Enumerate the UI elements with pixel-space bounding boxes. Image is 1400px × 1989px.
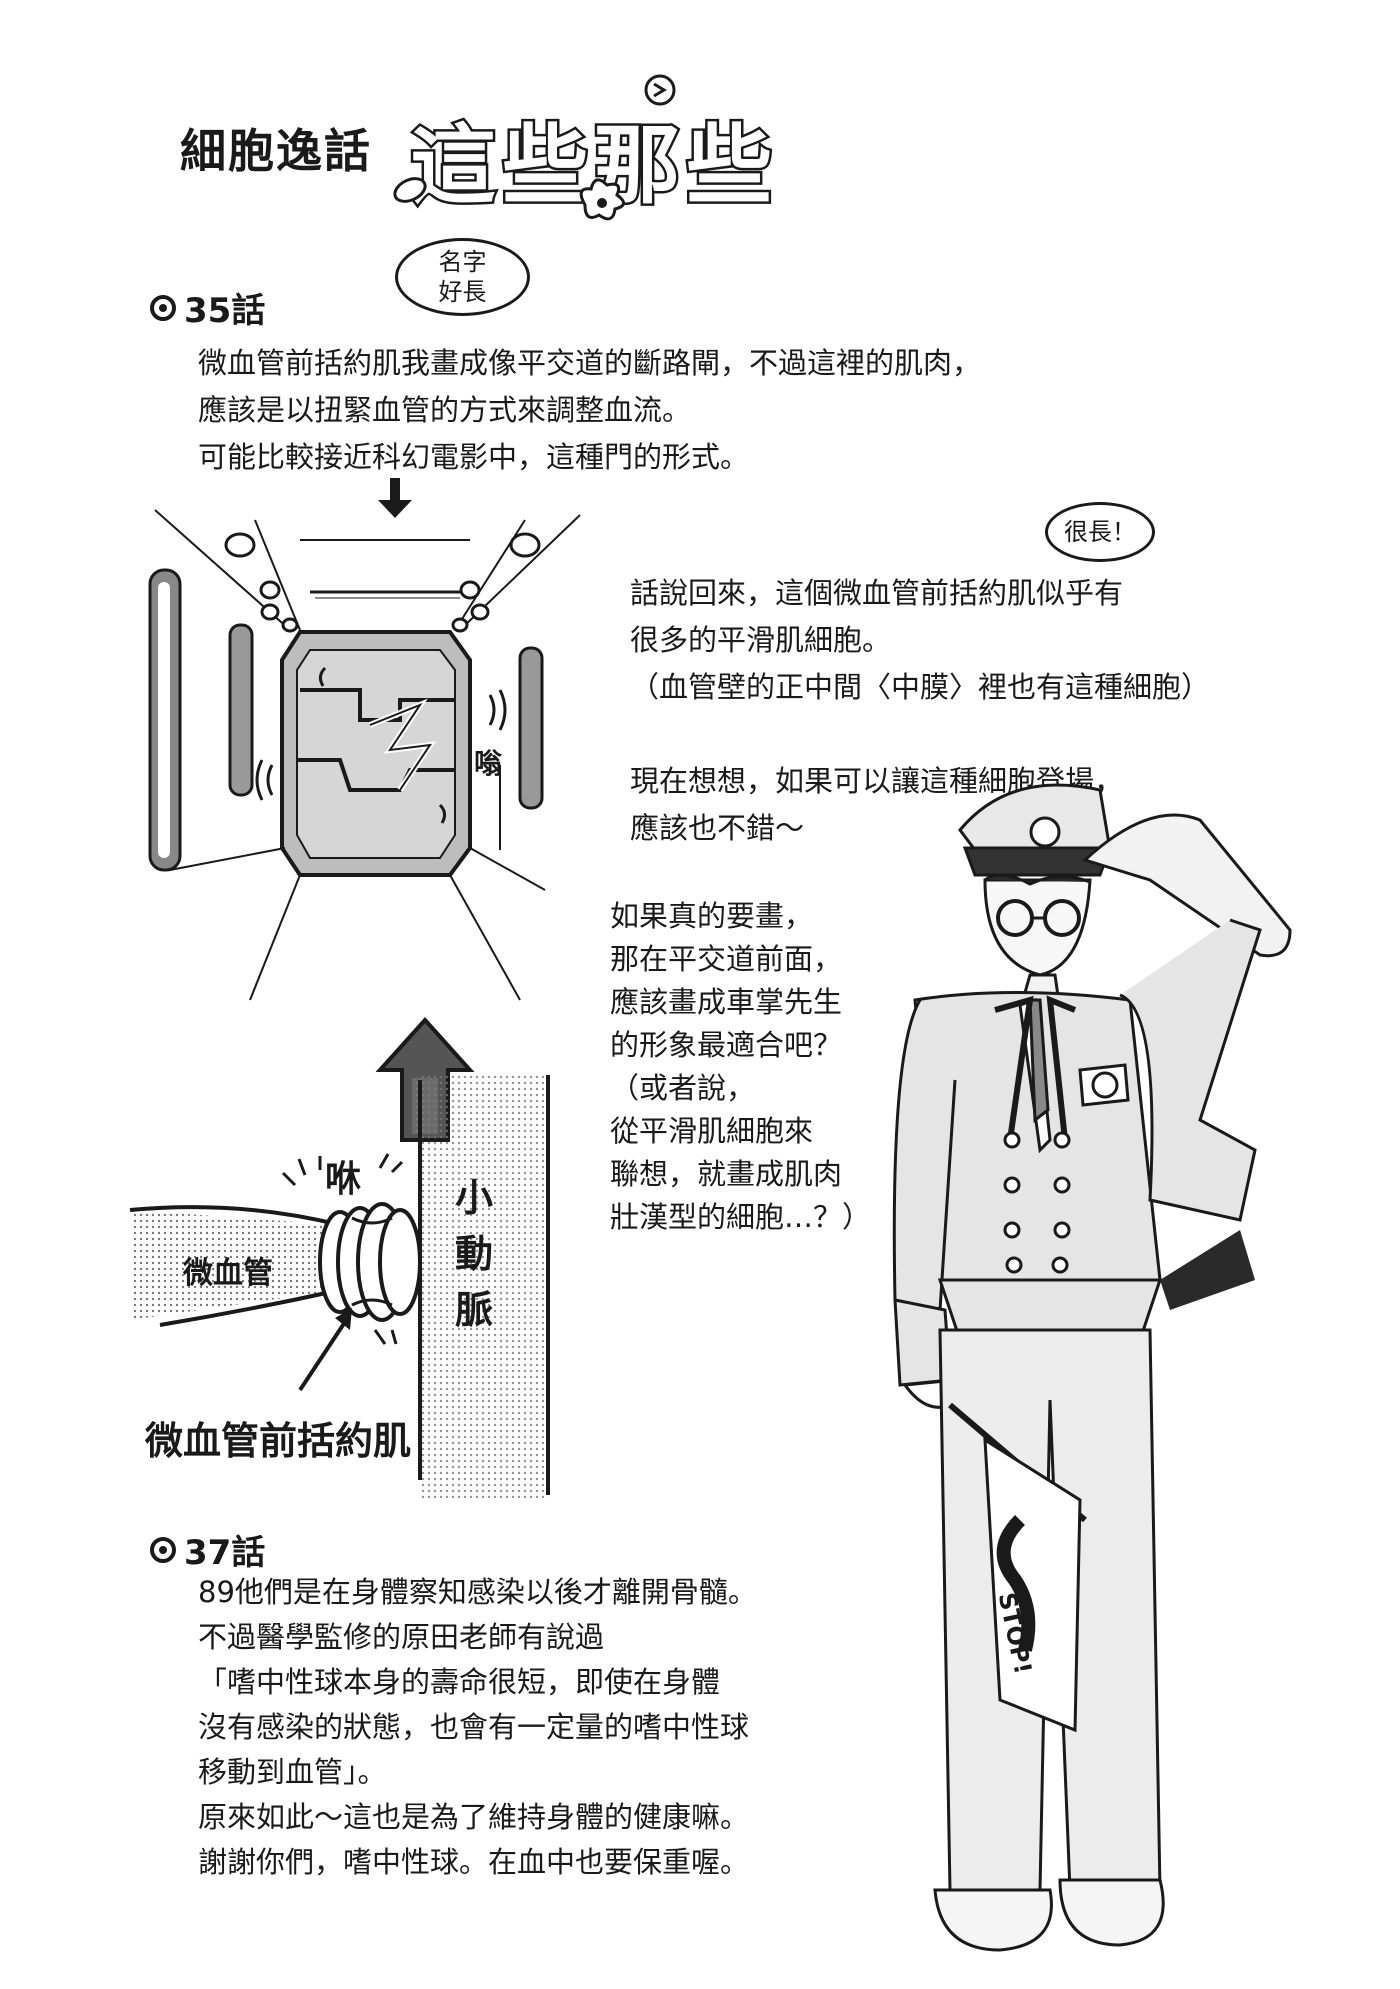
diagram-sound-effect: 咻 (325, 1159, 362, 1200)
speech-bubble-very-long: 很長！ (1045, 502, 1155, 562)
section-37-body: 89他們是在身體察知感染以後才離開骨髓。 不過醫學監修的原田老師有說過 「嗜中性… (198, 1570, 757, 1885)
label-arteriole-char: 脈 (455, 1288, 494, 1332)
text-line: 聯想，就畫成肌肉 (610, 1157, 843, 1191)
text-line: 應該畫成車掌先生 (610, 985, 843, 1019)
label-arteriole-char: 小 (455, 1176, 494, 1220)
section-35-aside: 話說回來，這個微血管前括約肌似乎有 很多的平滑肌細胞。 （血管壁的正中間〈中膜〉… (630, 570, 1210, 852)
text-line: 微血管前括約肌我畫成像平交道的斷路閘，不過這裡的肌肉， (198, 346, 982, 380)
text-line: 很多的平滑肌細胞。 (630, 623, 892, 657)
text-line: 沒有感染的狀態，也會有一定量的嗜中性球 (198, 1710, 750, 1744)
text-line: （或者說， (610, 1071, 756, 1105)
label-arteriole-char: 動 (455, 1232, 494, 1276)
text-line: 可能比較接近科幻電影中，這種門的形式。 (198, 440, 750, 474)
text-line: 的形象最適合吧？ (610, 1028, 843, 1062)
text-line: 從平滑肌細胞來 (610, 1114, 814, 1148)
text-line: 謝謝你們，嗜中性球。在血中也要保重喔。 (198, 1845, 750, 1879)
label-precapillary-sphincter: 微血管前括約肌 (145, 1419, 412, 1463)
conductor-comment: 如果真的要畫， 那在平交道前面， 應該畫成車掌先生 的形象最適合吧？ （或者說，… (610, 895, 871, 1239)
door-sound-effect: 嗡 (474, 747, 503, 780)
text-line: 話說回來，這個微血管前括約肌似乎有 (630, 576, 1124, 610)
text-line: 89他們是在身體察知感染以後才離開骨髓。 (198, 1575, 757, 1609)
speech-bubble-line-2: 好長 (438, 278, 487, 306)
text-line: 「嗜中性球本身的壽命很短，即使在身體 (198, 1665, 721, 1699)
text-line: 壯漢型的細胞…？） (610, 1200, 872, 1234)
text-line: 移動到血管」。 (198, 1755, 387, 1789)
section-37-heading-text: 37話 (184, 1533, 266, 1573)
section-37-heading: 37話 (150, 1525, 265, 1574)
bullet-icon (150, 1536, 176, 1563)
section-35-heading-text: 35話 (184, 291, 266, 331)
text-line: 應該是以扭緊血管的方式來調整血流。 (198, 393, 692, 427)
speech-bubble-name-long: 名字 好長 (395, 238, 530, 316)
label-arteriole: 小 動 脈 (455, 1170, 493, 1338)
page-subtitle: 細胞逸話 (180, 124, 372, 178)
speech-bubble-line-1: 名字 (438, 248, 487, 276)
section-35-heading: 35話 (150, 283, 265, 332)
text-line: （血管壁的正中間〈中膜〉裡也有這種細胞） (630, 670, 1211, 704)
text-line: 原來如此～這也是為了維持身體的健康嘛。 (198, 1800, 750, 1834)
title-decoration (393, 74, 676, 221)
text-line: 那在平交道前面， (610, 942, 843, 976)
text-line: 如果真的要畫， (610, 899, 814, 933)
section-35-intro: 微血管前括約肌我畫成像平交道的斷路閘，不過這裡的肌肉， 應該是以扭緊血管的方式來… (198, 340, 981, 481)
text-line: 應該也不錯～ (630, 811, 805, 845)
text-line: 不過醫學監修的原田老師有說過 (198, 1620, 605, 1654)
bullet-icon (150, 294, 176, 321)
label-capillary: 微血管 (183, 1256, 273, 1291)
